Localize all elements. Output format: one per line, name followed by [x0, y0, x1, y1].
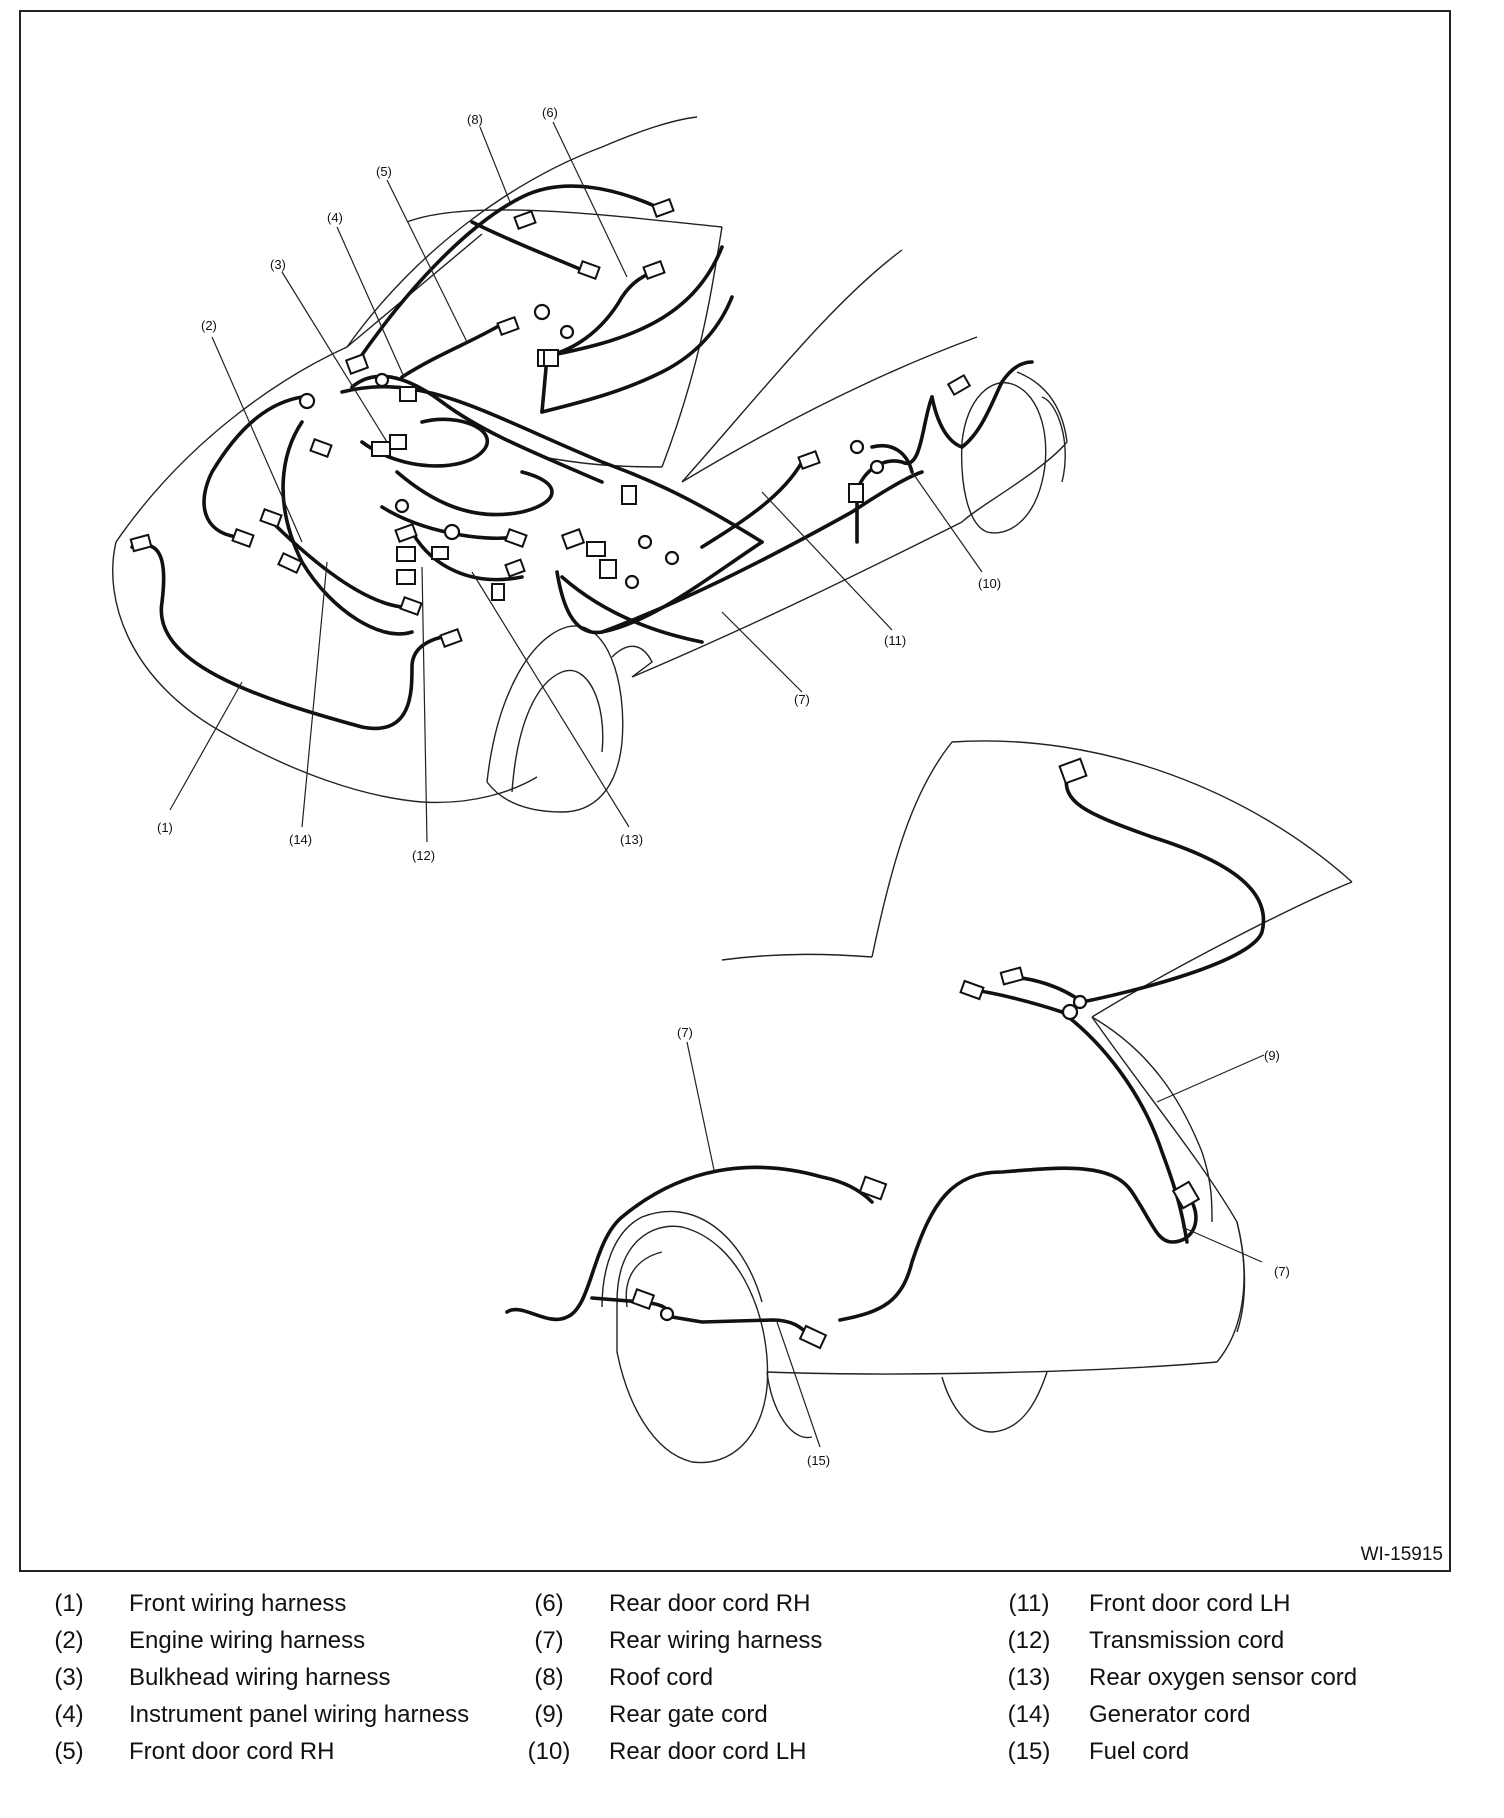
legend-number: (13) [1007, 1664, 1051, 1691]
figure-id: WI-15915 [1360, 1544, 1443, 1565]
legend-label: Transmission cord [1089, 1627, 1285, 1654]
callout-10: (10) [978, 576, 1001, 591]
legend-number: (9) [534, 1701, 564, 1728]
callout-2: (2) [201, 318, 217, 333]
legend-number: (11) [1008, 1590, 1050, 1617]
legend-number: (1) [54, 1590, 84, 1617]
callout-14: (14) [289, 832, 312, 847]
front-vehicle-body [112, 116, 1068, 813]
callout-7-top: (7) [794, 692, 810, 707]
front-vehicle-leader-lines [169, 121, 983, 843]
legend-number: (8) [534, 1664, 564, 1691]
legend-number: (2) [54, 1627, 84, 1654]
rear-vehicle-harnesses [505, 772, 1266, 1339]
callout-labels: (1) (2) (3) (4) (5) (6) (7) (8) (10) (11… [157, 105, 1290, 1468]
callout-15: (15) [807, 1453, 830, 1468]
legend-label: Rear door cord LH [609, 1738, 807, 1765]
wiring-diagram: (1) (2) (3) (4) (5) (6) (7) (8) (10) (11… [112, 105, 1353, 1468]
callout-7-bottom: (7) [677, 1025, 693, 1040]
callout-9: (9) [1264, 1048, 1280, 1063]
legend-number: (12) [1007, 1627, 1051, 1654]
callout-12: (12) [412, 848, 435, 863]
legend-label: Fuel cord [1089, 1738, 1190, 1765]
legend-number: (10) [527, 1738, 571, 1765]
legend-number: (15) [1007, 1738, 1051, 1765]
diagram-frame: (1) (2) (3) (4) (5) (6) (7) (8) (10) (11… [19, 10, 1451, 1572]
legend-number: (4) [54, 1701, 84, 1728]
callout-11: (11) [884, 633, 906, 648]
legend-number: (5) [54, 1738, 84, 1765]
legend-label: Engine wiring harness [129, 1627, 366, 1654]
legend-label: Generator cord [1089, 1701, 1251, 1728]
front-vehicle-connectors [129, 198, 972, 648]
legend-label: Rear wiring harness [609, 1627, 823, 1654]
rear-vehicle-leader-lines [686, 1041, 1265, 1448]
callout-7-rear: (7) [1274, 1264, 1290, 1279]
legend-number: (14) [1007, 1701, 1051, 1728]
rear-vehicle-body [601, 740, 1353, 1464]
callout-3: (3) [270, 257, 286, 272]
legend-label: Front wiring harness [129, 1590, 347, 1617]
legend-label: Front door cord LH [1089, 1590, 1291, 1617]
legend-number: (3) [54, 1664, 84, 1691]
callout-4: (4) [327, 210, 343, 225]
callout-13: (13) [620, 832, 643, 847]
legend-label: Instrument panel wiring harness [129, 1701, 470, 1728]
callout-6: (6) [542, 105, 558, 120]
legend-label: Roof cord [609, 1664, 714, 1691]
legend-label: Rear oxygen sensor cord [1089, 1664, 1358, 1691]
callout-1: (1) [157, 820, 173, 835]
legend-number: (6) [534, 1590, 564, 1617]
callout-8: (8) [467, 112, 483, 127]
legend-number: (7) [534, 1627, 564, 1654]
legend-label: Rear door cord RH [609, 1590, 811, 1617]
legend-label: Bulkhead wiring harness [129, 1664, 391, 1691]
legend: (1) Front wiring harness (2) Engine wiri… [19, 1590, 1451, 1800]
legend-label: Rear gate cord [609, 1701, 768, 1728]
callout-5: (5) [376, 164, 392, 179]
rear-vehicle-connectors [630, 757, 1201, 1350]
legend-label: Front door cord RH [129, 1738, 335, 1765]
